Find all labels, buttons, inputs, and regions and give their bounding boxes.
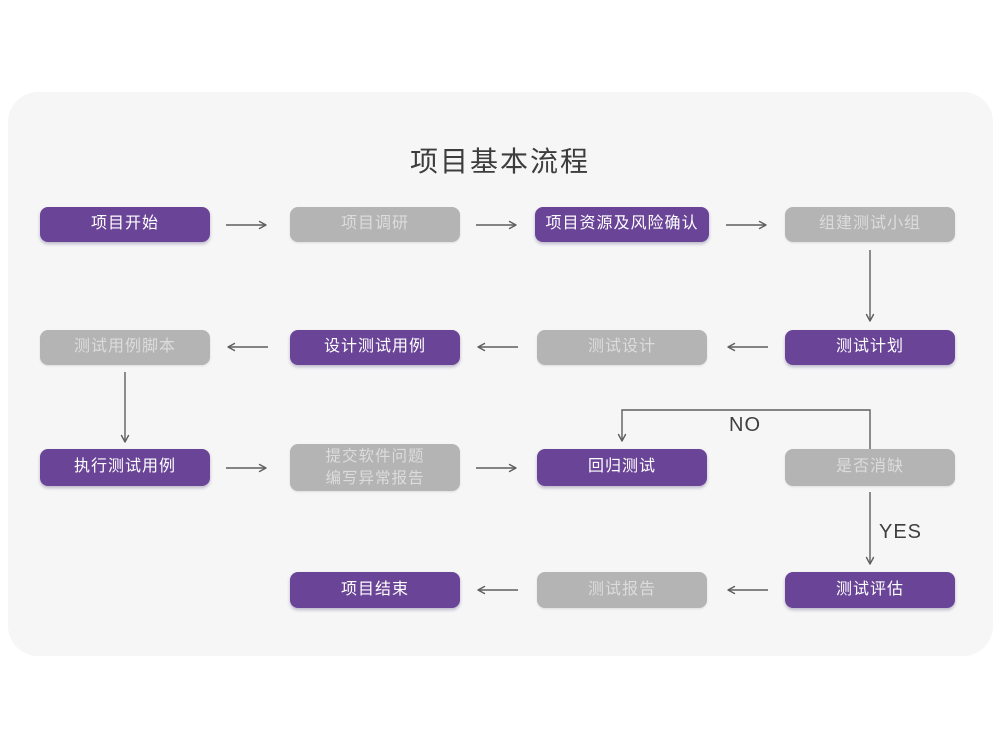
- node-submit-issues-report: 提交软件问题 编写异常报告: [290, 444, 460, 491]
- diagram-title: 项目基本流程: [409, 146, 590, 177]
- node-regression-test: 回归测试: [537, 449, 707, 486]
- node-test-case-script: 测试用例脚本: [40, 330, 210, 365]
- node-resources-risk-confirm: 项目资源及风险确认: [535, 207, 709, 242]
- flowchart-card: [8, 92, 993, 656]
- node-test-evaluation: 测试评估: [785, 572, 955, 608]
- node-project-research: 项目调研: [290, 207, 460, 242]
- node-build-test-team: 组建测试小组: [785, 207, 955, 242]
- node-project-start: 项目开始: [40, 207, 210, 242]
- node-test-report: 测试报告: [537, 572, 707, 608]
- edge-label-yes: YES: [879, 521, 923, 543]
- node-defect-resolved: 是否消缺: [785, 449, 955, 486]
- node-execute-test-cases: 执行测试用例: [40, 449, 210, 486]
- edge-label-no: NO: [729, 414, 761, 436]
- node-test-design: 测试设计: [537, 330, 707, 365]
- node-test-plan: 测试计划: [785, 330, 955, 365]
- node-design-test-cases: 设计测试用例: [290, 330, 460, 365]
- node-project-end: 项目结束: [290, 572, 460, 608]
